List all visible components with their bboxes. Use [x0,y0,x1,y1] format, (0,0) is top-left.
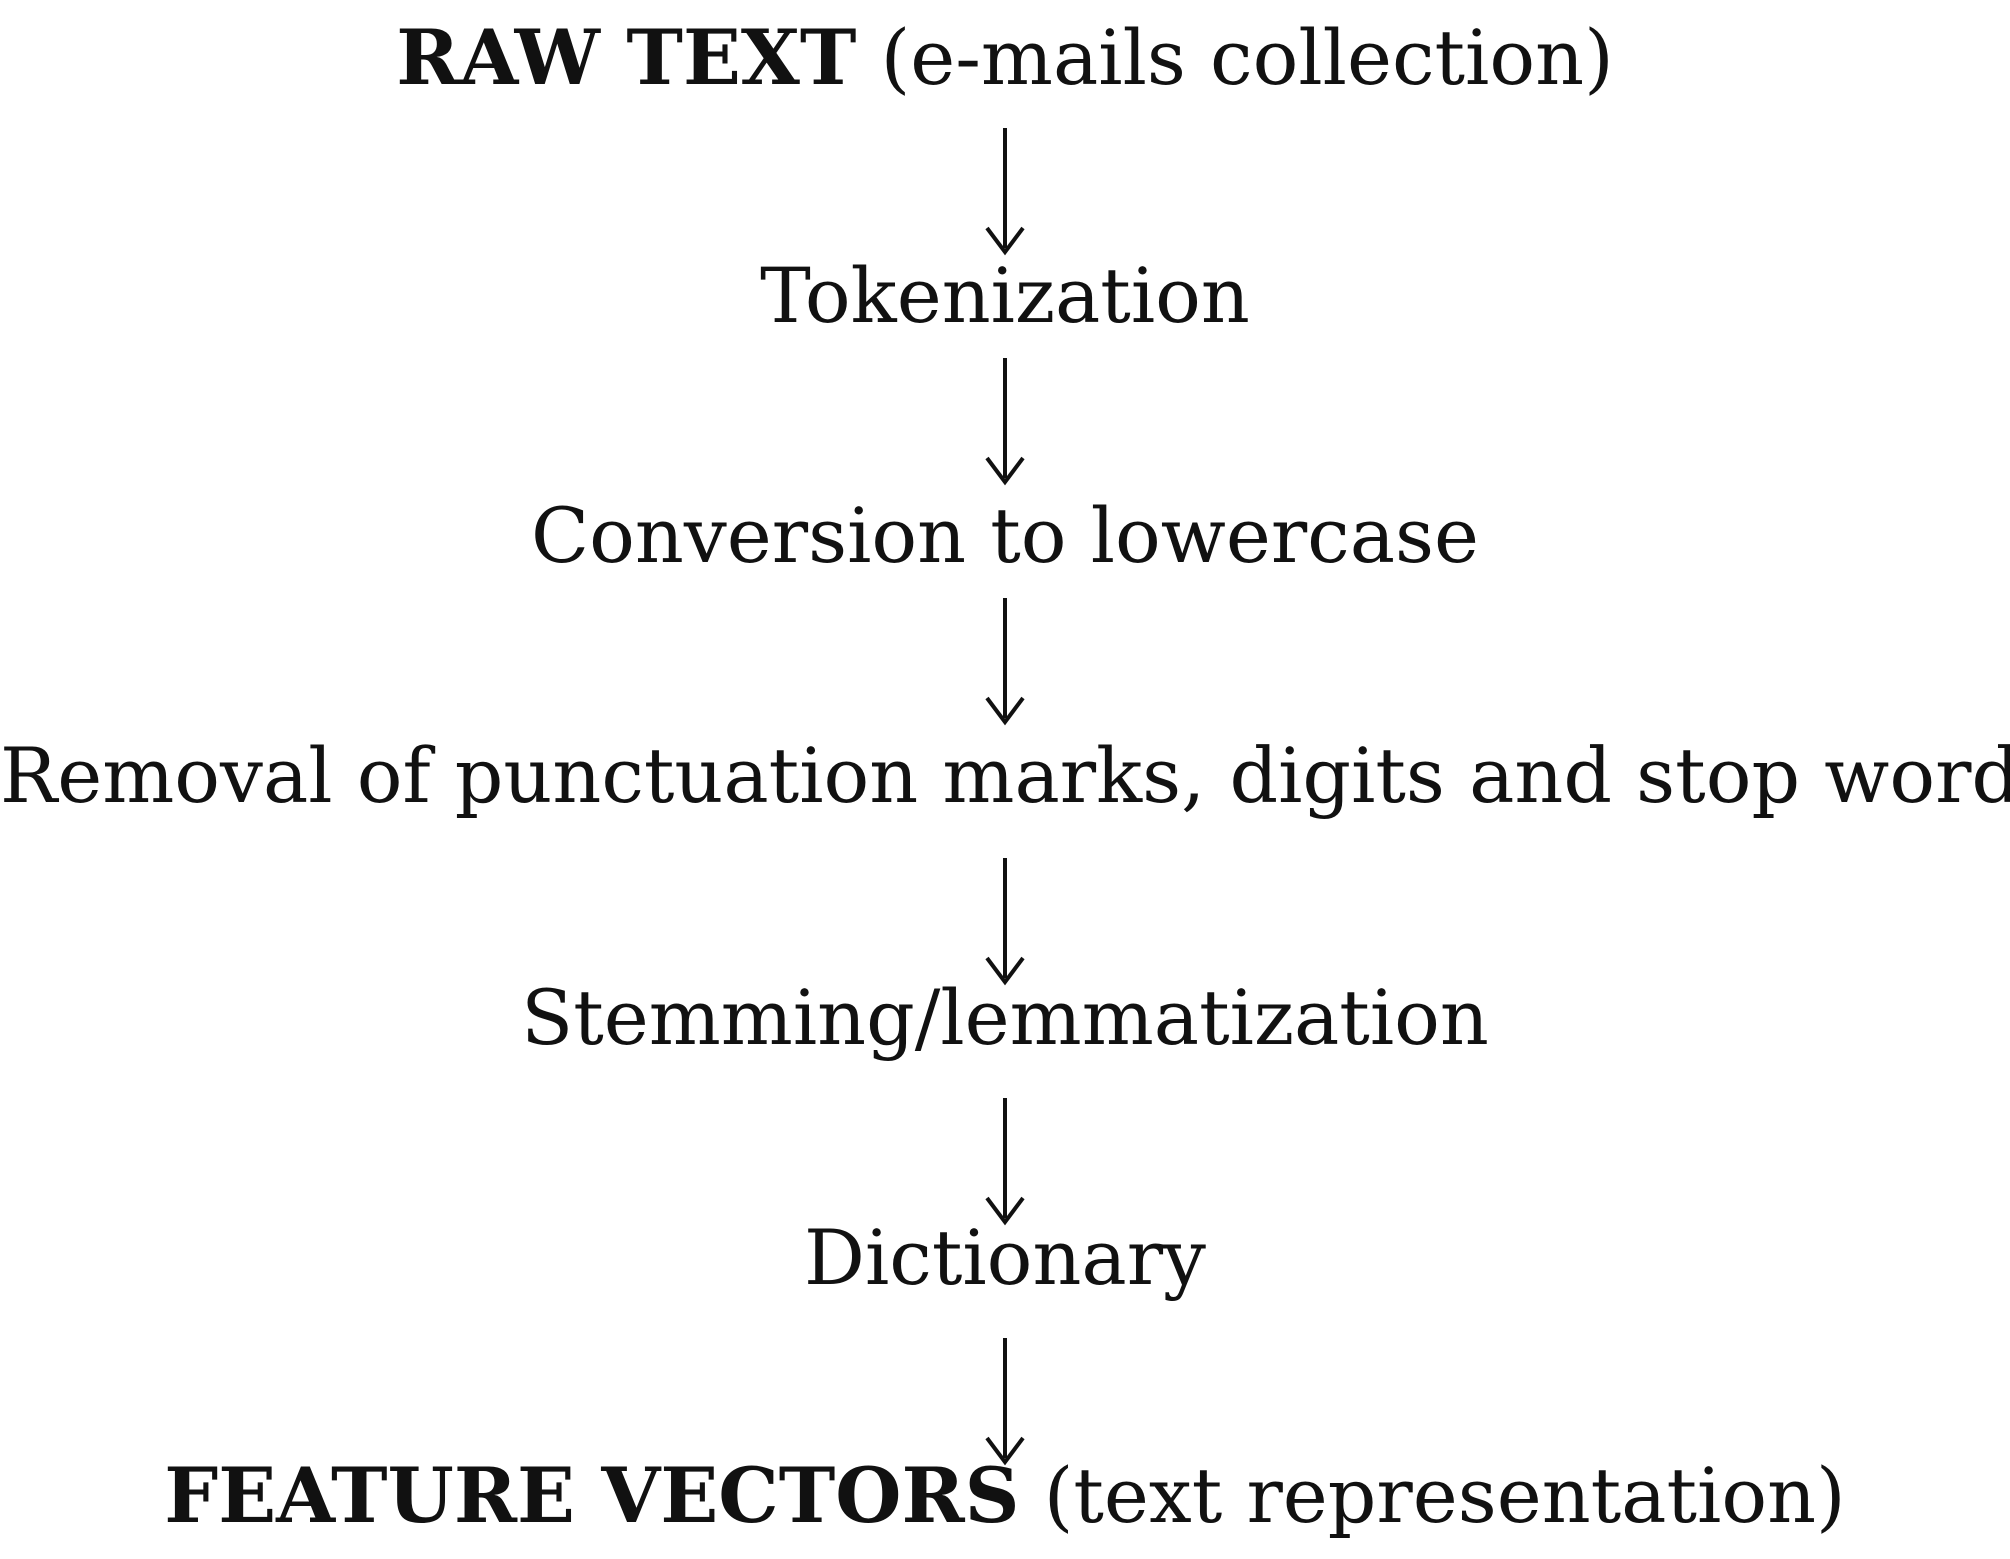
down-arrow-icon [985,598,1025,728]
down-arrow-icon [985,128,1025,258]
step-tokenization: Tokenization [0,258,2010,334]
step-removal: Removal of punctuation marks, digits and… [0,738,2010,814]
step-dictionary-label: Dictionary [804,1213,1206,1302]
down-arrow-icon [985,1338,1025,1468]
step-lowercase: Conversion to lowercase [0,498,2010,574]
step-stemming: Stemming/lemmatization [0,980,2010,1056]
step-stemming-label: Stemming/lemmatization [521,973,1489,1062]
step-raw-text: RAW TEXT (e-mails collection) [0,20,2010,96]
step-feature-vectors-bold: FEATURE VECTORS [164,1451,1020,1540]
step-tokenization-label: Tokenization [760,251,1250,340]
down-arrow-icon [985,1098,1025,1228]
down-arrow-icon [985,858,1025,988]
step-raw-text-label: (e-mails collection) [856,13,1614,102]
step-feature-vectors: FEATURE VECTORS (text representation) [0,1458,2010,1534]
step-removal-label: Removal of punctuation marks, digits and… [0,731,2010,820]
down-arrow-icon [985,358,1025,488]
step-feature-vectors-label: (text representation) [1019,1451,1846,1540]
step-raw-text-bold: RAW TEXT [396,13,857,102]
step-dictionary: Dictionary [0,1220,2010,1296]
step-lowercase-label: Conversion to lowercase [531,491,1479,580]
